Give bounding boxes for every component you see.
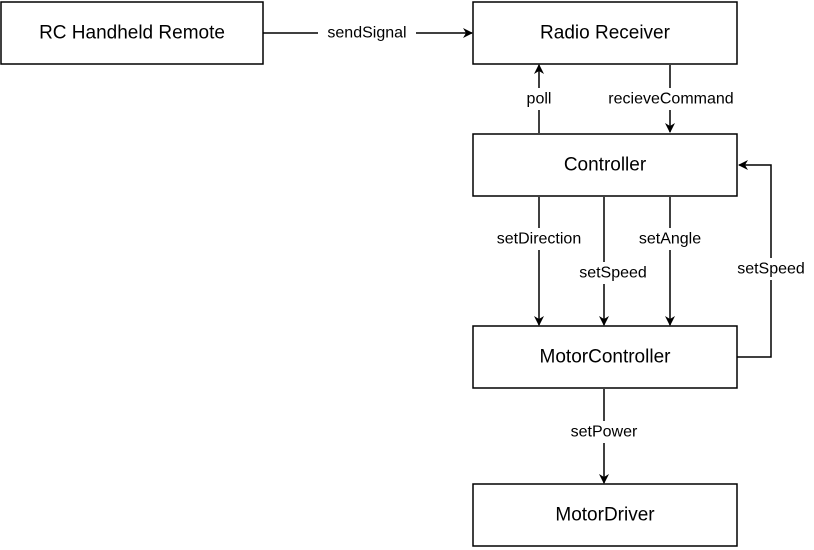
label-set-direction: setDirection xyxy=(486,228,592,250)
edge-label-poll: poll xyxy=(527,91,552,108)
node-label-controller: Controller xyxy=(564,155,647,176)
label-poll: poll xyxy=(520,88,558,110)
node-motor-controller: MotorController xyxy=(472,325,738,389)
node-label-radio-receiver: Radio Receiver xyxy=(540,23,671,44)
edge-label-set-power: setPower xyxy=(571,424,638,441)
edge-label-set-speed-loop: setSpeed xyxy=(737,261,805,278)
label-set-angle: setAngle xyxy=(630,228,710,250)
node-radio-receiver: Radio Receiver xyxy=(472,1,738,65)
node-label-motor-driver: MotorDriver xyxy=(555,505,655,526)
label-send-signal: sendSignal xyxy=(318,22,416,44)
edge-label-set-speed-center: setSpeed xyxy=(579,265,647,282)
edge-label-set-angle: setAngle xyxy=(639,231,701,248)
node-label-rc-remote: RC Handheld Remote xyxy=(39,23,225,44)
label-set-speed-loop: setSpeed xyxy=(728,258,814,280)
edge-label-send-signal: sendSignal xyxy=(327,25,406,42)
node-rc-remote: RC Handheld Remote xyxy=(0,1,264,65)
node-motor-driver: MotorDriver xyxy=(472,483,738,547)
label-recieve-command: recieveCommand xyxy=(594,88,748,110)
edge-label-set-direction: setDirection xyxy=(497,231,581,248)
label-set-power: setPower xyxy=(561,421,647,443)
node-label-motor-controller: MotorController xyxy=(540,347,672,368)
node-controller: Controller xyxy=(472,133,738,197)
label-set-speed-center: setSpeed xyxy=(569,262,657,284)
edge-label-recieve-command: recieveCommand xyxy=(608,91,733,108)
